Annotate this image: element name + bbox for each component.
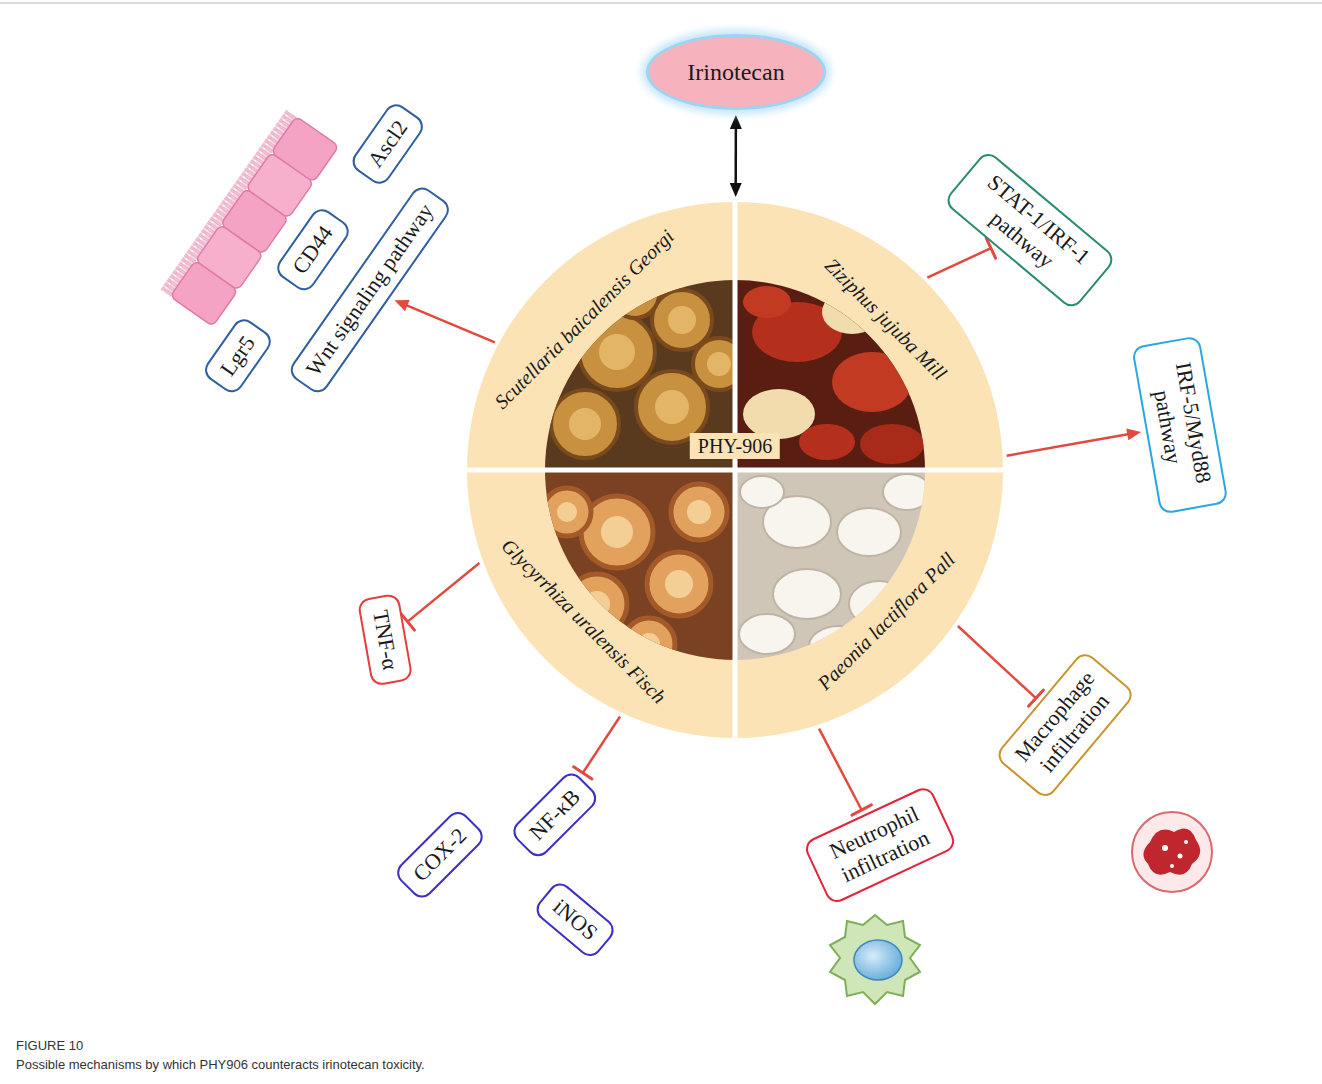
herb-circle-art-part-part-part <box>638 633 660 655</box>
box-label: STAT-1/IRF-1 pathway <box>959 164 1102 296</box>
marker-box: Ascl2 <box>348 99 428 188</box>
herb-circle-art-part-part <box>799 424 855 460</box>
box-label: iNOS <box>547 894 602 946</box>
herb-circle-art-part-part-part <box>543 488 591 536</box>
herb-circle-art-part-part <box>743 286 791 318</box>
connector-line <box>408 563 480 622</box>
box-label: Neutrophil infiltration <box>818 797 942 892</box>
connector <box>927 238 995 277</box>
infiltration-box: Neutrophil infiltration <box>802 784 958 906</box>
herb-circle-art-part-part <box>860 424 924 464</box>
macrophage-cell-part <box>1184 840 1188 844</box>
herb-circle-art-part-part-part <box>655 390 689 424</box>
herb-circle-art-part-part-part <box>569 408 601 440</box>
herb-circle-art-part-part-part <box>601 516 633 548</box>
box-label: Lgr5 <box>215 331 261 381</box>
connector <box>730 115 742 197</box>
herb-circle-art-part-part-part <box>883 474 931 510</box>
drug-name: Irinotecan <box>687 58 784 87</box>
herb-circle-art-part-part <box>733 468 933 668</box>
macrophage-cell-part <box>1170 864 1174 868</box>
box-label: Ascl2 <box>362 115 413 172</box>
mediator-box: COX-2 <box>392 807 488 903</box>
connector <box>401 563 480 630</box>
cytokine-box: TNF-α <box>356 593 413 687</box>
herb-circle-art-part-part-part <box>707 352 731 376</box>
herb-circle-art-part-part <box>551 270 745 458</box>
connector-line <box>406 305 495 342</box>
arrow-head <box>730 115 742 129</box>
neutrophil-cell <box>830 915 920 1004</box>
herb-circle-art-part <box>537 468 737 670</box>
herb-circle-art-part-part <box>743 389 815 439</box>
mediator-box: iNOS <box>531 879 618 962</box>
figure-caption: Possible mechanisms by which PHY906 coun… <box>16 1057 425 1074</box>
box-label: NF-κB <box>524 784 586 846</box>
herb-circle-art-part-part-part <box>740 476 784 508</box>
box-label: Macrophage infiltration <box>1009 665 1121 785</box>
mediator-box: NF-κB <box>508 768 601 861</box>
box-label: COX-2 <box>408 823 472 887</box>
arrow-head <box>1126 428 1141 440</box>
connector-line <box>927 248 991 278</box>
herb-circle-art-part-part-part <box>652 290 712 350</box>
herb-circle-art-part-part <box>832 352 912 412</box>
herb-circle-art-part-part-part <box>599 334 635 370</box>
herb-circle-art-part-part-part <box>687 500 711 524</box>
formula-circle: PHY-906Scutellaria baicalensis GeorgiZiz… <box>467 202 1003 738</box>
herb-circle-art-part-part <box>543 484 727 670</box>
macrophage-cell-part <box>1132 812 1212 892</box>
box-label: TNF-α <box>367 608 403 672</box>
connector-line <box>583 717 620 773</box>
arrow-head <box>730 183 742 197</box>
top-rule <box>0 3 1322 4</box>
herb-circle-art-part-part <box>739 474 931 666</box>
herb-circle-art-part-part-part <box>773 569 841 619</box>
epithelium-cells-part <box>271 116 339 182</box>
connector <box>574 717 620 779</box>
marker-box: Lgr5 <box>200 315 275 397</box>
herb-circle-art-part-part-part <box>739 614 795 654</box>
connector-line <box>734 127 737 185</box>
herb-circle-art <box>467 202 1003 738</box>
macrophage-cell-part <box>1143 828 1200 874</box>
connector-line <box>1007 434 1130 456</box>
connector <box>1007 428 1141 455</box>
macrophage-cell-part <box>1178 854 1183 859</box>
pathway-box: STAT-1/IRF-1 pathway <box>943 149 1117 311</box>
connector-line <box>958 626 1036 698</box>
herb-circle-art-part-part-part <box>665 570 693 598</box>
connector <box>394 300 494 342</box>
herb-circle-art-part-part-part <box>671 484 727 540</box>
connector <box>819 729 871 815</box>
herb-circle-art-part-part-part <box>557 502 577 522</box>
neutrophil-cell-part <box>854 940 902 980</box>
macrophage-cell <box>1132 812 1212 892</box>
formula-name: PHY-906 <box>690 433 780 459</box>
neutrophil-cell-part <box>830 915 920 1004</box>
infiltration-box: Macrophage infiltration <box>994 649 1137 800</box>
connector <box>958 626 1044 706</box>
herb-circle-art-part-part <box>537 468 737 668</box>
herb-circle-art-part-part-part <box>551 390 619 458</box>
connector-line <box>819 729 862 810</box>
herb-circle-art-part-part-part <box>647 552 711 616</box>
arrow-head <box>394 300 409 311</box>
box-label: CD44 <box>287 221 339 279</box>
herb-circle-art-part <box>733 202 738 738</box>
figure-number: FIGURE 10 <box>16 1038 83 1055</box>
macrophage-cell-part <box>1162 845 1168 851</box>
herb-circle-art-part-part-part <box>668 306 696 334</box>
drug-oval: Irinotecan <box>646 34 826 110</box>
herb-circle-art-part-part-part <box>837 508 901 556</box>
pathway-box: IRF-5/Myd88 pathway <box>1131 335 1228 514</box>
herb-circle-art-part <box>467 202 1003 738</box>
herb-circle-art-part <box>733 468 933 668</box>
box-label: IRF-5/Myd88 pathway <box>1142 350 1219 499</box>
